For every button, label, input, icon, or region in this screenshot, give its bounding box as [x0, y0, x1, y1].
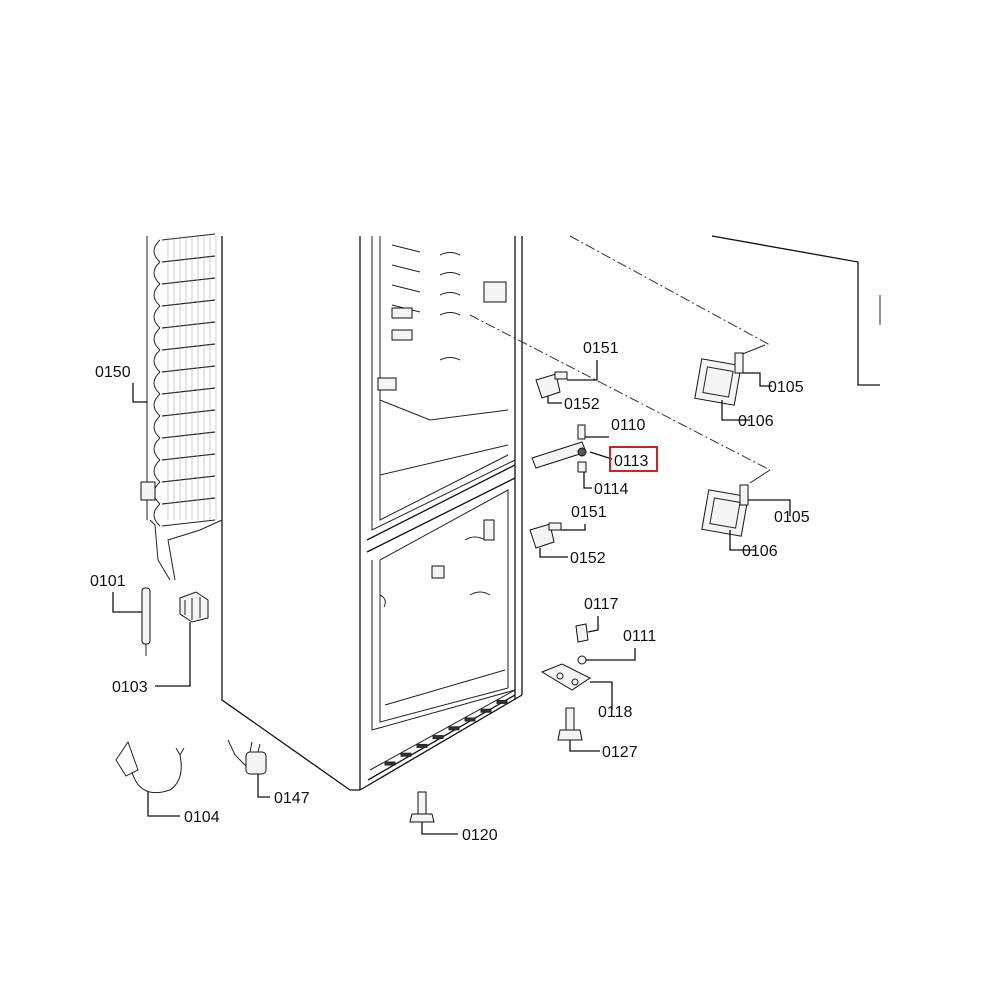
part-label-0147: 0147	[274, 790, 310, 807]
leader-line-0114	[583, 472, 592, 489]
part-label-0127: 0127	[602, 744, 638, 761]
part-label-0104: 0104	[184, 809, 220, 826]
coil-loop	[153, 409, 216, 439]
leader-line-0151	[567, 360, 598, 381]
part-label-0120: 0120	[462, 827, 498, 844]
part-label-0117: 0117	[584, 596, 619, 613]
door-outline	[469, 235, 881, 484]
vent-slot	[480, 708, 492, 713]
leader-line-0106	[721, 400, 750, 421]
coil-loop	[153, 431, 216, 461]
coil-loop	[153, 233, 216, 263]
door-stop-upper	[535, 371, 568, 399]
hinge-pin	[575, 623, 589, 643]
hinge-middle	[531, 424, 587, 473]
coil-loop	[153, 365, 216, 395]
part-label-0111: 0111	[623, 628, 656, 645]
part-label-0150: 0150	[95, 364, 131, 381]
part-label-0113: 0113	[614, 453, 649, 470]
part-label-0106: 0106	[742, 543, 778, 560]
part-label-0151: 0151	[583, 340, 619, 357]
leader-line-0105	[743, 372, 772, 387]
coil-loop	[153, 277, 216, 307]
part-label-0110: 0110	[611, 417, 646, 434]
highlight-box	[609, 446, 658, 472]
part-label-0118: 0118	[598, 704, 633, 721]
leader-line-0152	[539, 548, 568, 558]
leader-line-0104	[147, 792, 180, 817]
hinge-bolt	[557, 707, 583, 741]
adjustable-foot	[409, 791, 435, 823]
leader-line-0127	[569, 740, 600, 752]
part-label-0106: 0106	[738, 413, 774, 430]
vent-slot	[432, 735, 444, 740]
part-label-0101: 0101	[90, 573, 126, 590]
relay-component	[227, 739, 267, 775]
part-label-0152: 0152	[570, 550, 606, 567]
part-label-0103: 0103	[112, 679, 148, 696]
coil-loop	[153, 321, 216, 351]
handle-recess-upper	[694, 352, 744, 406]
leader-line-0147	[257, 774, 270, 798]
leader-line-0117	[587, 616, 599, 633]
leader-line-0106	[729, 530, 756, 551]
temperature-sensor	[141, 587, 151, 656]
coil-loop	[153, 475, 216, 505]
fridge-cabinet	[221, 236, 523, 791]
leader-line-0103	[155, 622, 191, 687]
handle-recess-lower	[701, 484, 749, 537]
vent-slot	[400, 752, 412, 757]
part-label-0105: 0105	[774, 509, 810, 526]
coil-loop	[153, 255, 216, 285]
vent-slot	[464, 717, 476, 722]
power-cable	[115, 740, 185, 794]
leader-line-0120	[421, 822, 458, 835]
coil-loop	[153, 387, 216, 417]
coil-loop	[153, 453, 216, 483]
leader-line-0152	[547, 396, 562, 404]
leader-line-0105	[748, 499, 791, 516]
leader-line-0151	[561, 524, 586, 531]
condenser-coil	[140, 233, 223, 581]
leader-line-0111	[586, 648, 636, 661]
part-label-0151: 0151	[571, 504, 607, 521]
leader-line-0150	[132, 383, 147, 403]
part-label-0105: 0105	[768, 379, 804, 396]
coil-loop	[153, 343, 216, 373]
door-stop-lower	[529, 522, 562, 549]
vent-slot	[416, 743, 428, 748]
leader-line-0113	[589, 451, 613, 460]
leader-line-0118	[590, 681, 613, 710]
hinge-screw	[577, 655, 587, 665]
part-label-0114: 0114	[594, 481, 629, 498]
coil-loop	[153, 497, 216, 527]
vent-slot	[448, 726, 460, 731]
hinge-bottom-plate	[540, 663, 591, 691]
leader-line-0101	[112, 592, 142, 613]
connector-block	[179, 591, 209, 623]
vent-slot	[384, 761, 396, 766]
vent-slot	[496, 699, 508, 704]
part-label-0152: 0152	[564, 396, 600, 413]
coil-loop	[153, 299, 216, 329]
